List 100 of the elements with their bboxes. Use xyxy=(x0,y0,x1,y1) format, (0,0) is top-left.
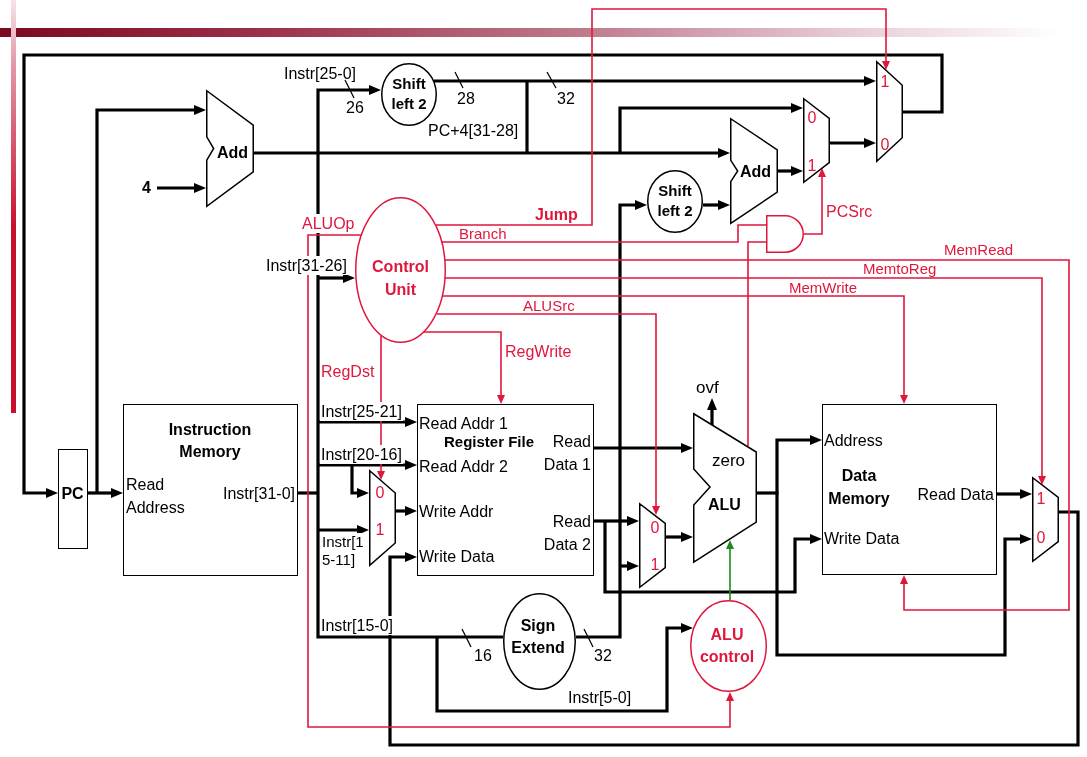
bus-width-label: 32 xyxy=(594,646,612,665)
port-label: Write Data xyxy=(419,547,495,566)
port-label: Read Data 2 xyxy=(542,512,591,555)
bus-width-label: 28 xyxy=(457,89,475,108)
mux-input-label: 0 xyxy=(1036,528,1046,547)
edge-label: RegWrite xyxy=(504,342,573,361)
block-title: Control Unit xyxy=(372,257,429,300)
arrow xyxy=(527,76,876,86)
mux-input-label: 1 xyxy=(1036,489,1046,508)
instruction-memory-block xyxy=(123,404,298,576)
edge-label: ALUSrc xyxy=(522,298,576,313)
connector-line xyxy=(316,465,320,493)
edge-label: MemRead xyxy=(943,242,1015,258)
arrow xyxy=(318,525,369,535)
adder-symbol xyxy=(206,90,254,207)
edge-label: Instr[25-21] xyxy=(320,402,403,421)
arrow xyxy=(95,105,206,493)
arrow xyxy=(997,489,1032,499)
arrow xyxy=(666,532,693,542)
register-file-block xyxy=(417,404,594,576)
port-label: zero xyxy=(712,451,746,471)
arrow xyxy=(307,234,734,728)
adder-symbol xyxy=(730,118,778,224)
arrow xyxy=(435,8,890,226)
edge-label: RegDst xyxy=(320,362,376,381)
arrow xyxy=(605,516,639,526)
edge-label: ALUOp xyxy=(301,214,356,233)
block-title: Add xyxy=(740,162,772,181)
edge-label: Branch xyxy=(458,227,508,241)
arrow xyxy=(444,277,1046,485)
port-label: Read Data 1 xyxy=(542,432,591,475)
arrow xyxy=(157,183,206,193)
arrow xyxy=(830,138,876,148)
connector-line xyxy=(437,635,503,639)
block-title: Shift left 2 xyxy=(390,74,428,114)
connector-line xyxy=(527,151,620,155)
connector-line xyxy=(316,278,320,422)
sign-extend-ellipse xyxy=(503,593,576,690)
arrow xyxy=(423,331,505,404)
alu-control-ellipse xyxy=(690,600,767,692)
edge-label: MemtoReg xyxy=(862,261,938,276)
pc-register-block xyxy=(58,449,88,549)
edge-label: MemWrite xyxy=(788,280,859,295)
arrow xyxy=(316,85,381,278)
connector-line xyxy=(316,530,437,639)
arrow xyxy=(775,435,822,493)
port-label: Read Address xyxy=(126,475,185,518)
connector-line xyxy=(316,493,320,530)
control-unit-ellipse xyxy=(355,197,446,343)
arrow xyxy=(388,510,1080,747)
arrow xyxy=(618,103,803,153)
connector-line xyxy=(576,566,622,639)
port-label: Instr[31-0] xyxy=(222,484,295,503)
block-title: PC xyxy=(61,484,84,503)
arrow xyxy=(350,465,369,498)
arrow xyxy=(603,521,822,594)
arrow xyxy=(436,313,660,515)
port-label: Read Addr 1 xyxy=(419,414,508,433)
block-title: Sign Extend xyxy=(511,616,565,658)
arrow xyxy=(318,417,417,427)
edge-label: Instr[25-0] xyxy=(283,64,358,83)
arrow xyxy=(318,273,355,283)
port-label: Write Data xyxy=(824,529,900,548)
arrow xyxy=(618,200,647,566)
mux-symbol xyxy=(639,503,666,588)
arrow xyxy=(726,540,734,601)
mux-input-label: 0 xyxy=(880,135,890,154)
port-label: Address xyxy=(824,431,883,450)
connector-line xyxy=(254,151,527,155)
mux-input-label: 1 xyxy=(650,555,660,574)
edge-label: PC+4[31-28] xyxy=(427,121,520,140)
mux-symbol xyxy=(369,470,396,566)
block-title: Add xyxy=(217,143,249,162)
port-label: Read Data xyxy=(917,485,994,504)
arrow xyxy=(778,166,803,176)
bus-width-label: 26 xyxy=(346,98,364,117)
block-title: Instruction Memory xyxy=(168,420,252,462)
connector-line xyxy=(318,463,352,467)
mux-symbol xyxy=(803,98,830,183)
arrow xyxy=(775,493,1032,657)
alu-symbol xyxy=(693,413,757,563)
edge-label: Instr[31-26] xyxy=(265,256,348,275)
data-memory-block xyxy=(822,404,997,575)
arrow xyxy=(444,259,1070,611)
connector-line xyxy=(747,241,767,447)
edge-label: Instr[20-16] xyxy=(320,445,403,464)
edge-label: Instr[5-0] xyxy=(567,688,633,707)
arrow xyxy=(352,460,417,470)
connector-line xyxy=(88,491,97,495)
arrow xyxy=(620,561,639,571)
shift-unit-circle xyxy=(647,170,703,233)
edge-label: Jump xyxy=(534,205,579,224)
bus-width-label: 32 xyxy=(557,89,575,108)
constant-label: 4 xyxy=(142,178,151,198)
edge-label: Instr[15-0] xyxy=(320,616,395,635)
arrow xyxy=(594,443,693,453)
bus-width-label: 16 xyxy=(474,646,492,665)
block-title: Register File xyxy=(444,433,535,451)
mux-input-label: 1 xyxy=(375,520,385,539)
arrow xyxy=(620,148,730,158)
